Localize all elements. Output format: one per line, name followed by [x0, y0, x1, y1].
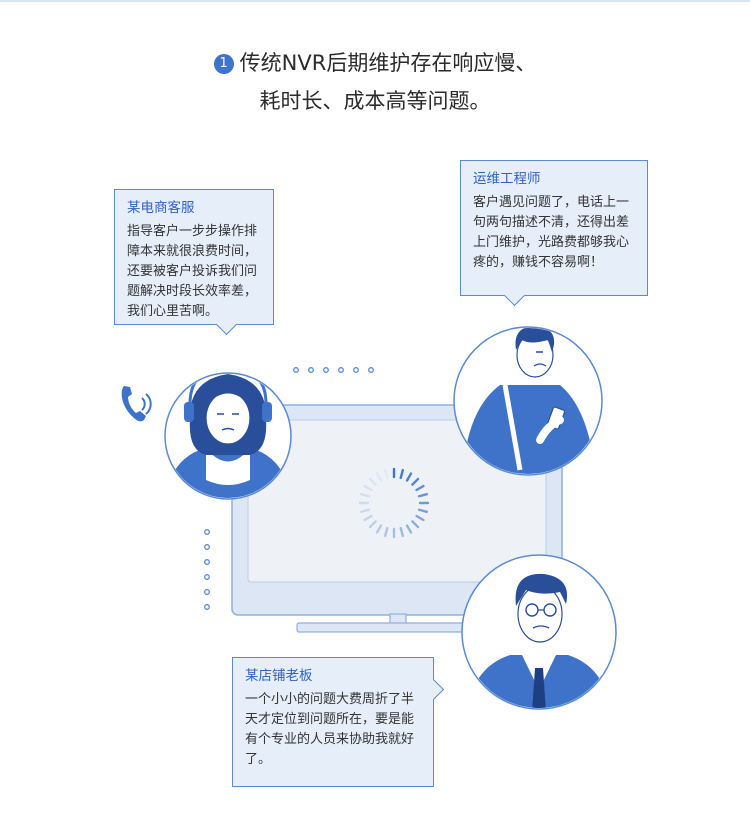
heading-line-1: 传统NVR后期维护存在响应慢、 — [239, 51, 537, 75]
heading-line-2: 耗时长、成本高等问题。 — [259, 89, 491, 113]
bubble-speaker-name: 某店铺老板 — [245, 668, 313, 684]
monitor-screen — [247, 419, 547, 583]
bubble-text: 一个小小的问题大费周折了半天才定位到问题所在，要是能有个专业的人员来协助我就好了… — [245, 692, 415, 767]
speech-bubble-engineer: 运维工程师 客户遇见问题了，电话上一句两句描述不清，还得出差上门维护，光路费都够… — [460, 160, 648, 307]
bubble-text: 指导客户一步步操作排障本来就很浪费时间，还要被客户投诉我们问题解决时段长效率差，… — [127, 224, 258, 319]
speech-bubble-customer-service: 某电商客服 指导客户一步步操作排障本来就很浪费时间，还要被客户投诉我们问题解决时… — [114, 189, 274, 336]
bubble-speaker-name: 运维工程师 — [473, 171, 541, 187]
bubble-text: 客户遇见问题了，电话上一句两句描述不清，还得出差上门维护，光路费都够我心疼的，赚… — [473, 195, 630, 270]
speech-bubble-shop-owner: 某店铺老板 一个小小的问题大费周折了半天才定位到问题所在，要是能有个专业的人员来… — [232, 657, 445, 787]
phone-icon — [121, 386, 152, 422]
dot-row-decoration — [293, 367, 374, 373]
shop-owner-avatar — [461, 554, 617, 710]
top-divider — [0, 0, 750, 2]
step-number-badge: 1 — [213, 54, 234, 74]
loading-spinner-icon — [358, 467, 430, 539]
dot-column-decoration — [204, 529, 210, 610]
engineer-avatar — [453, 326, 603, 476]
bubble-speaker-name: 某电商客服 — [127, 200, 195, 216]
